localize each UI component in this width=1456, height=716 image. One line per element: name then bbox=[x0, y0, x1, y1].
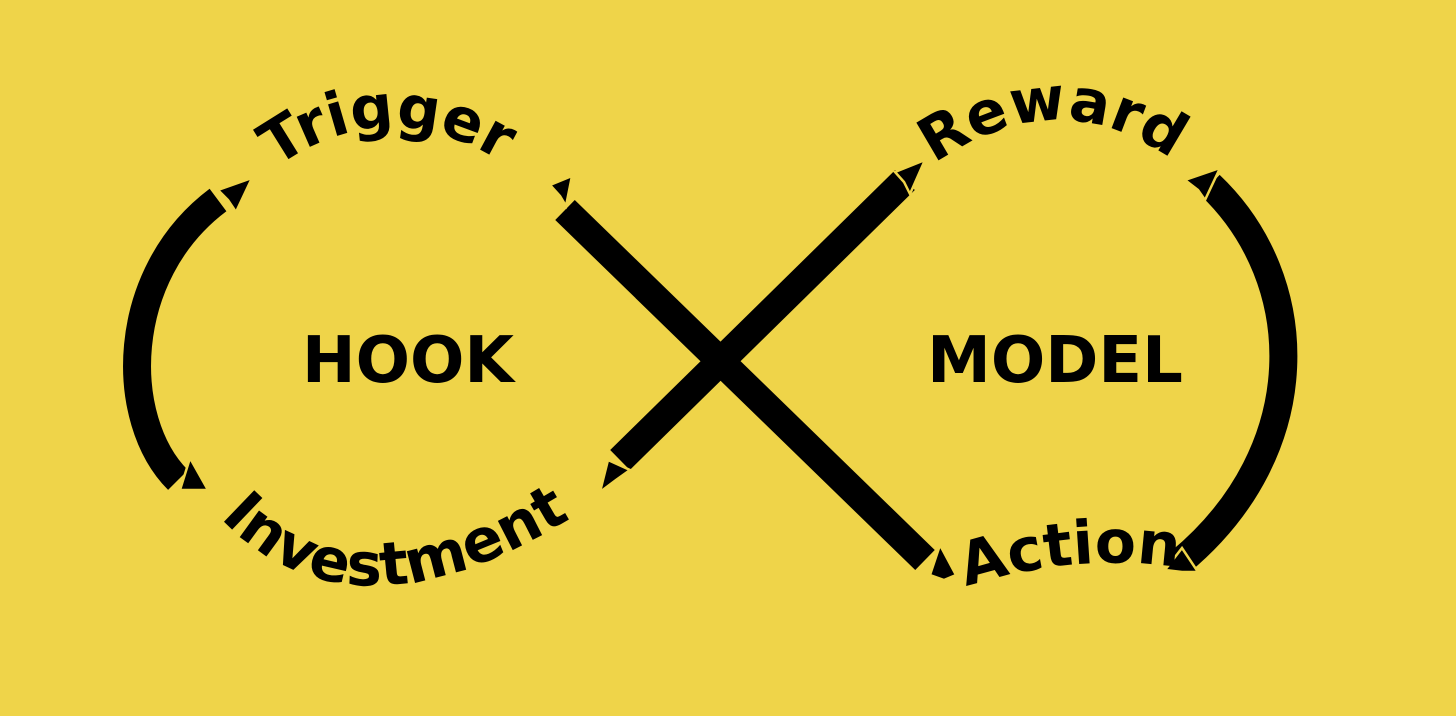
diagonal-investment-to-reward bbox=[610, 170, 915, 470]
model-title: MODEL bbox=[927, 324, 1183, 398]
arrow-chevron-icon bbox=[547, 173, 574, 210]
trigger-label: Trigger bbox=[247, 71, 528, 179]
hook-title: HOOK bbox=[302, 324, 516, 398]
reward-label: Reward bbox=[906, 63, 1200, 176]
arrow-chevron-icon bbox=[1162, 545, 1201, 574]
investment-label: Investment bbox=[210, 471, 579, 601]
arrow-chevron-icon bbox=[1182, 165, 1223, 203]
arrow-chevron-icon bbox=[178, 454, 211, 492]
svg-text:Action: Action bbox=[951, 508, 1183, 601]
arrow-chevron-icon bbox=[892, 157, 928, 197]
action-label: Action bbox=[951, 508, 1183, 601]
arrow-chevron-icon bbox=[928, 541, 958, 582]
arrow-chevron-icon bbox=[215, 175, 255, 215]
diagonal-trigger-to-action bbox=[555, 199, 935, 571]
svg-text:Investment: Investment bbox=[210, 471, 579, 601]
svg-text:Trigger: Trigger bbox=[247, 71, 528, 179]
left-loop-arc bbox=[123, 188, 227, 490]
arrow-chevron-icon bbox=[597, 458, 633, 496]
right-loop-arc bbox=[1171, 174, 1298, 573]
svg-text:Reward: Reward bbox=[906, 63, 1200, 176]
